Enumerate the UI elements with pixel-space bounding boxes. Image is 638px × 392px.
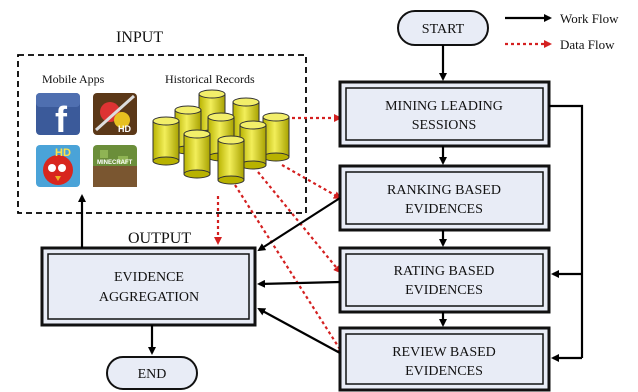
rating-to-aggregation-arrow: [257, 279, 341, 288]
aggregation-line-1: EVIDENCE: [114, 270, 184, 285]
database-icon: [152, 116, 180, 166]
input-section: INPUT Mobile Apps Historical Records f H…: [17, 29, 307, 214]
end-terminal: END: [106, 356, 198, 390]
data-flow-arrows: [214, 114, 345, 356]
minecraft-app-icon: MINECRAFT: [93, 145, 137, 187]
svg-text:MINECRAFT: MINECRAFT: [97, 160, 133, 166]
rating-line-1: RATING BASED: [394, 264, 495, 279]
legend: Work Flow Data Flow: [505, 11, 619, 52]
mining-leading-sessions-box: MINING LEADING SESSIONS: [338, 80, 551, 148]
rating-line-2: EVIDENCES: [405, 283, 483, 298]
start-terminal: START: [397, 10, 489, 46]
data-flow-to-ranking: [281, 164, 342, 199]
review-to-aggregation-arrow: [257, 308, 341, 354]
work-flow-arrows: [78, 45, 584, 362]
ranking-based-evidences-box: RANKING BASED EVIDENCES: [338, 164, 551, 232]
rating-based-evidences-box: RATING BASED EVIDENCES: [338, 246, 551, 314]
svg-text:HD: HD: [118, 124, 131, 134]
data-flow-to-rating: [257, 171, 342, 274]
fruit-ninja-app-icon: HD: [93, 93, 137, 135]
evidence-aggregation-box: EVIDENCE AGGREGATION: [40, 246, 257, 327]
database-icon: [262, 112, 290, 162]
input-dashed-frame: [17, 54, 307, 214]
output-title: OUTPUT: [128, 230, 191, 247]
aggregation-line-2: AGGREGATION: [99, 290, 199, 305]
review-line-1: REVIEW BASED: [392, 345, 496, 360]
ranking-line-2: EVIDENCES: [405, 202, 483, 217]
input-title: INPUT: [116, 29, 163, 46]
database-cylinders: [152, 89, 290, 185]
start-label: START: [422, 22, 465, 37]
work-flow-legend-label: Work Flow: [560, 11, 619, 26]
historical-records-label: Historical Records: [165, 72, 255, 86]
review-based-evidences-box: REVIEW BASED EVIDENCES: [338, 326, 551, 392]
data-flow-legend-label: Data Flow: [560, 37, 615, 52]
mining-bypass-line: [549, 104, 584, 358]
mobile-apps-label: Mobile Apps: [42, 72, 105, 86]
database-icon: [183, 129, 211, 179]
mining-line-2: SESSIONS: [412, 118, 477, 133]
end-label: END: [138, 367, 167, 382]
review-line-2: EVIDENCES: [405, 364, 483, 379]
svg-text:HD: HD: [55, 147, 71, 159]
angry-birds-app-icon: HD: [36, 145, 80, 187]
svg-text:f: f: [55, 99, 68, 140]
database-icon: [217, 135, 245, 185]
facebook-app-icon: f: [36, 93, 80, 140]
ranking-to-aggregation-arrow: [257, 197, 341, 252]
mining-line-1: MINING LEADING: [385, 99, 503, 114]
ranking-line-1: RANKING BASED: [387, 183, 501, 198]
